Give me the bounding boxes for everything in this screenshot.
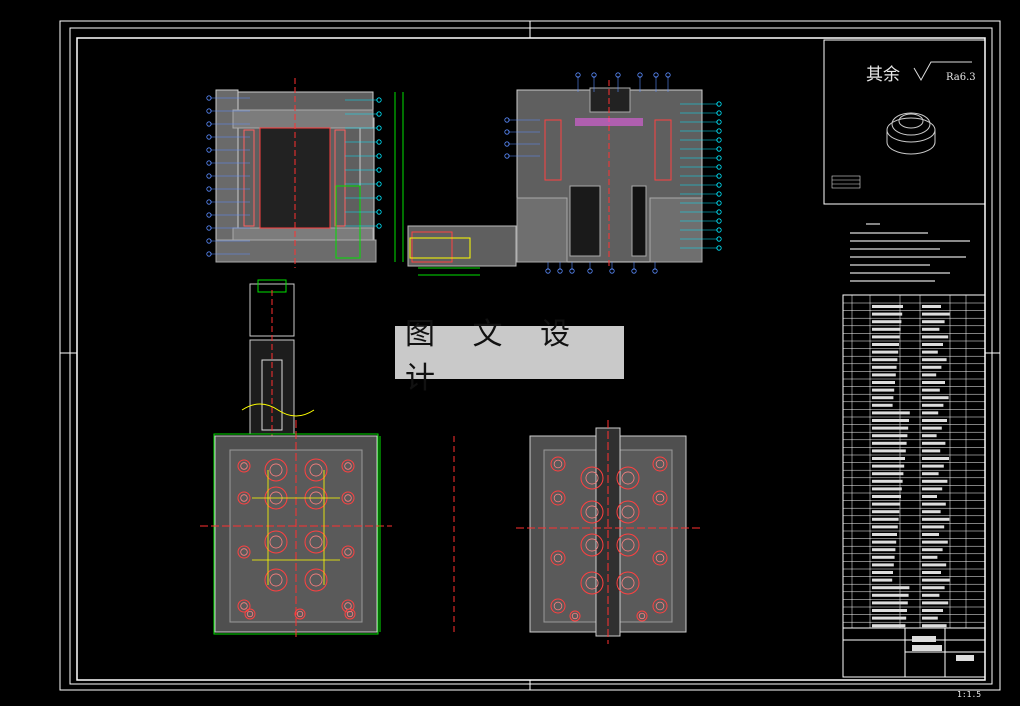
technical-notes	[850, 223, 970, 282]
parts-list-table	[842, 294, 986, 678]
part-preview-box	[823, 39, 986, 205]
watermark-label: 图 文 设 计	[395, 317, 624, 396]
title-block	[842, 627, 986, 678]
nozzle-column-view	[241, 279, 315, 440]
roughness-note: 其余 Ra6.3	[866, 60, 976, 85]
main-section-view	[215, 78, 404, 268]
moving-half-plan-view	[200, 420, 392, 640]
runner-detail-view	[407, 225, 517, 276]
roughness-value: Ra6.3	[946, 72, 976, 83]
side-section-view	[516, 80, 703, 268]
leader-callouts	[206, 72, 722, 274]
fixed-half-plan-view	[453, 420, 700, 644]
roughness-prefix: 其余	[866, 65, 900, 85]
sheet-scale: 1:1.5	[957, 690, 982, 699]
